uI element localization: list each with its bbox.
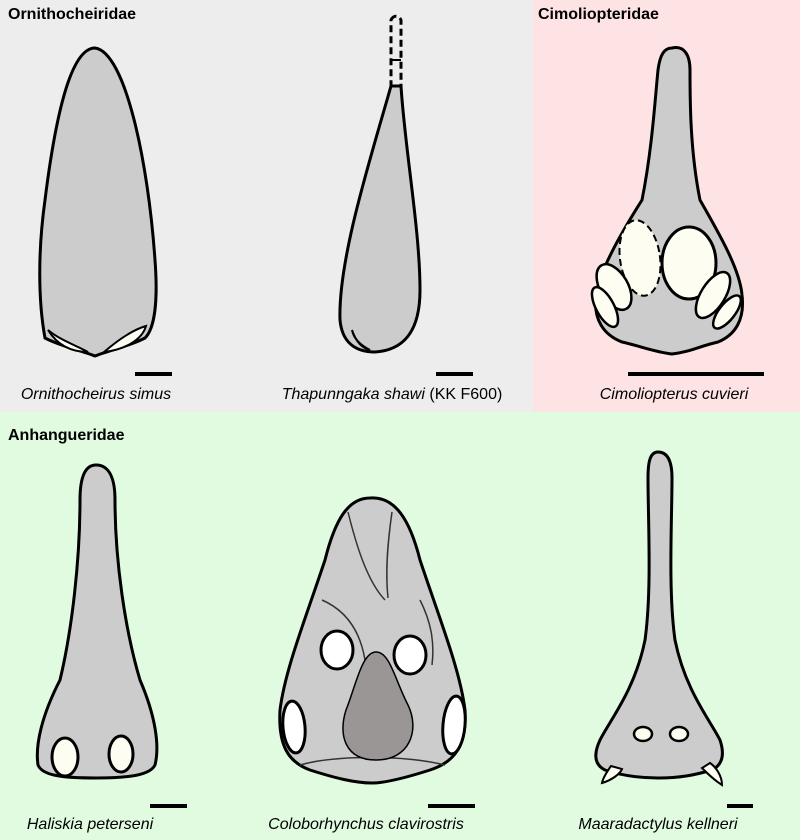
species-label-haliskia: Haliskia peterseni <box>27 816 153 834</box>
species-label-maaradactylus: Maaradactylus kellneri <box>578 816 737 834</box>
scale-bar <box>628 372 764 376</box>
family-title-anhangueridae: Anhangueridae <box>8 427 125 444</box>
haliskia-skull <box>35 463 159 780</box>
ornithocheirus-skull <box>38 46 158 358</box>
scale-bar <box>727 804 753 808</box>
species-label-thapunngaka: Thapunngaka shawi (KK F600) <box>282 386 503 404</box>
scale-bar <box>428 804 475 808</box>
species-label-ornithocheirus: Ornithocheirus simus <box>21 386 171 404</box>
scale-bar <box>436 372 473 376</box>
species-label-coloborhynchus: Coloborhynchus clavirostris <box>268 816 464 834</box>
species-name: Thapunngaka shawi <box>281 386 425 403</box>
species-name: Coloborhynchus clavirostris <box>268 816 464 833</box>
species-name: Maaradactylus kellneri <box>578 816 738 833</box>
family-title-ornithocheiridae: Ornithocheiridae <box>8 6 137 23</box>
species-name: Cimoliopterus cuvieri <box>599 386 749 403</box>
cimoliopterus-skull <box>590 45 745 356</box>
species-label-cimoliopterus: Cimoliopterus cuvieri <box>600 386 749 404</box>
coloborhynchus-skull <box>278 496 467 785</box>
maaradactylus-skull <box>594 450 724 787</box>
species-name: Ornithocheirus simus <box>20 386 172 403</box>
species-name: Haliskia peterseni <box>26 816 154 833</box>
thapunngaka-skull <box>338 14 422 354</box>
scale-bar <box>150 804 187 808</box>
family-title-cimoliopteridae: Cimoliopteridae <box>538 6 659 23</box>
specimen-number: (KK F600) <box>429 386 503 403</box>
scale-bar <box>135 372 172 376</box>
